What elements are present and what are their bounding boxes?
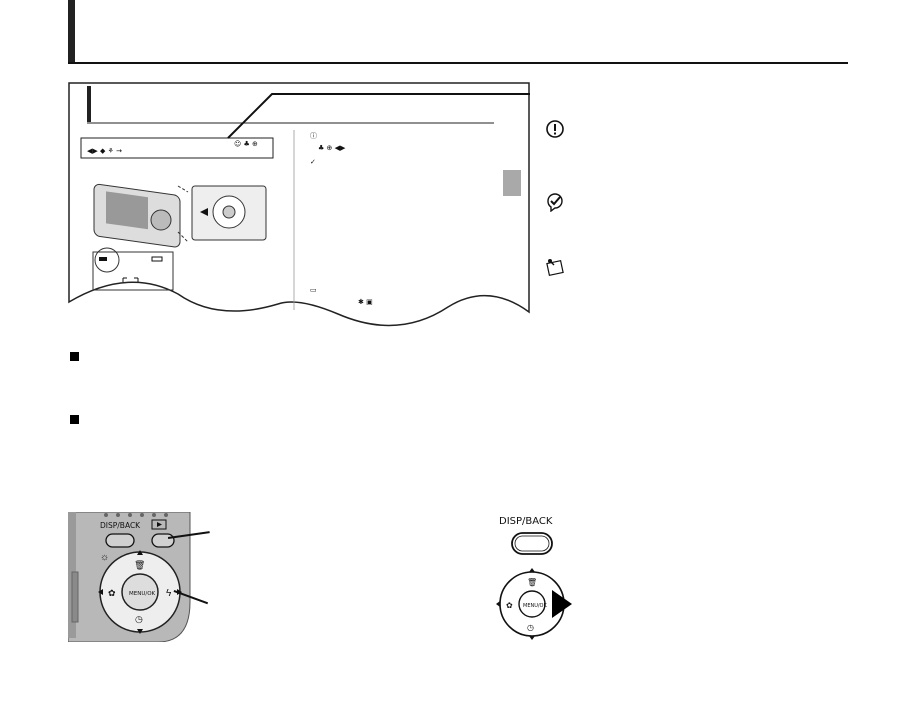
svg-text:◀▶ ◆ ⚘ →: ◀▶ ◆ ⚘ →: [87, 147, 122, 155]
svg-text:◷: ◷: [135, 614, 143, 624]
svg-text:ⓘ: ⓘ: [310, 132, 317, 140]
svg-text:✓: ✓: [310, 158, 316, 166]
camera-control-photo: DISP/BACK ☼ MENU/OK 🗑 ✿ ϟ ◷: [68, 512, 191, 642]
section-bullet: [70, 415, 79, 424]
svg-text:☼: ☼: [100, 552, 109, 563]
caution-icon: [546, 120, 564, 138]
memo-icon: [546, 259, 564, 277]
svg-text:☺ ♣ ⊕: ☺ ♣ ⊕: [234, 140, 258, 148]
menu-ok-label: MENU/OK: [523, 603, 547, 609]
disp-back-label-photo: DISP/BACK: [100, 521, 141, 530]
svg-text:✱ ▣: ✱ ▣: [358, 298, 373, 306]
svg-text:✿: ✿: [506, 601, 513, 610]
header-bar: [68, 0, 75, 64]
svg-text:🗑: 🗑: [527, 578, 537, 587]
svg-text:✿: ✿: [108, 588, 116, 598]
svg-text:◷: ◷: [527, 623, 534, 632]
svg-text:♣ ⊕ ◀▶: ♣ ⊕ ◀▶: [318, 144, 346, 152]
disp-back-label: DISP/BACK: [499, 516, 553, 527]
button-diagram: DISP/BACK MENU/OK 🗑 ✿ ◷: [496, 516, 572, 640]
svg-text:▭: ▭: [310, 286, 317, 294]
sample-page-illustration: ◀▶ ◆ ⚘ → ☺ ♣ ⊕ ⓘ ♣ ⊕ ◀▶ ✓ ▭ ✱ ▣: [68, 82, 530, 327]
svg-text:🗑: 🗑: [134, 560, 145, 570]
svg-text:ϟ: ϟ: [166, 588, 172, 599]
menu-ok-label-photo: MENU/OK: [129, 591, 156, 597]
header-rule: [68, 62, 848, 64]
check-icon: [547, 193, 563, 212]
section-bullet: [70, 352, 79, 361]
